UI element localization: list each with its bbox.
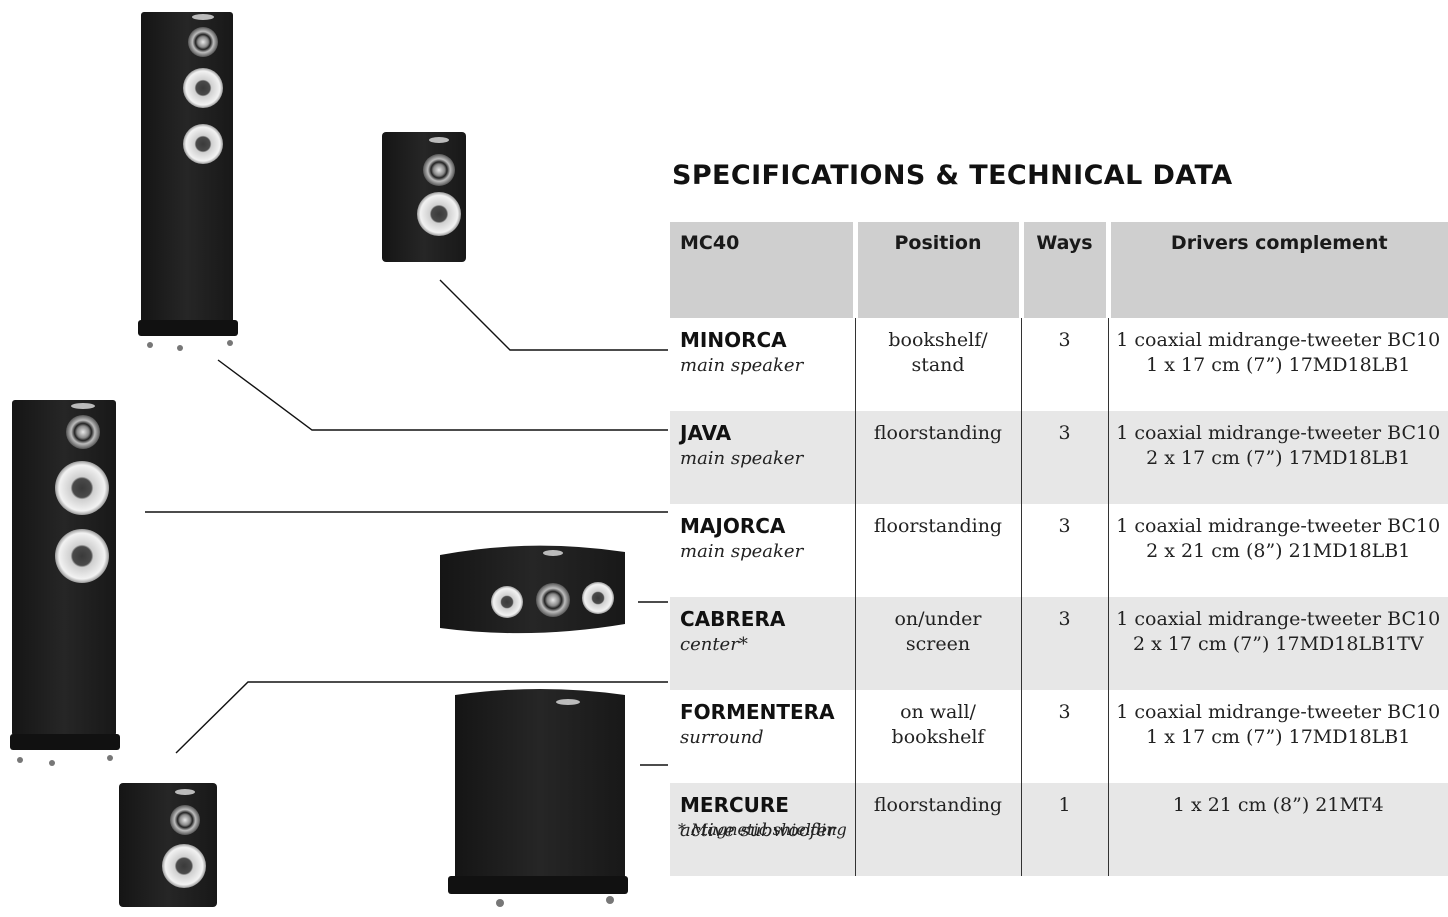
leader-line-java: [217, 359, 668, 431]
driver-line: 2 x 21 cm (8”) 21MD18LB1: [1146, 540, 1411, 562]
drivers-cell: 1 coaxial midrange-tweeter BC10 2 x 17 cm…: [1107, 411, 1448, 504]
drivers-cell: 1 coaxial midrange-tweeter BC10 1 x 17 cm…: [1107, 690, 1448, 783]
java-speaker-image: [138, 12, 238, 351]
model-cell: MERCURE active subwoofer: [670, 783, 855, 876]
table-row: JAVA main speaker floorstanding 3 1 coaxi…: [670, 411, 1448, 504]
model-role: surround: [680, 727, 764, 748]
driver-line: 1 x 21 cm (8”) 21MT4: [1172, 794, 1384, 816]
model-cell: FORMENTERA surround: [670, 690, 855, 783]
table-row: CABRERA center* on/under screen 3 1 coaxia…: [670, 597, 1448, 690]
model-cell: JAVA main speaker: [670, 411, 855, 504]
table-row: MAJORCA main speaker floorstanding 3 1 co…: [670, 504, 1448, 597]
driver-line: 1 coaxial midrange-tweeter BC10: [1116, 329, 1441, 351]
model-cell: MAJORCA main speaker: [670, 504, 855, 597]
position-line: floorstanding: [873, 515, 1003, 537]
ways-cell: 3: [1020, 411, 1108, 504]
position-cell: on wall/bookshelf: [854, 690, 1021, 783]
ways-cell: 3: [1020, 504, 1108, 597]
driver-line: 1 x 17 cm (7”) 17MD18LB1: [1146, 726, 1411, 748]
model-cell: CABRERA center*: [670, 597, 855, 690]
cabrera-speaker-image: [440, 545, 625, 634]
page-title: SPECIFICATIONS & TECHNICAL DATA: [672, 160, 1233, 191]
driver-line: 1 coaxial midrange-tweeter BC10: [1116, 515, 1441, 537]
model-name: MERCURE: [680, 793, 789, 817]
spec-table: MC40 Position Ways Drivers complement MI…: [670, 222, 1448, 876]
header-ways: Ways: [1018, 222, 1108, 318]
drivers-cell: 1 coaxial midrange-tweeter BC10 2 x 17 cm…: [1107, 597, 1448, 690]
driver-line: 1 coaxial midrange-tweeter BC10: [1116, 701, 1441, 723]
leader-lines: [145, 279, 668, 766]
driver-line: 1 coaxial midrange-tweeter BC10: [1116, 422, 1441, 444]
drivers-cell: 1 x 21 cm (8”) 21MT4: [1107, 783, 1448, 876]
header-model: MC40: [670, 222, 855, 318]
position-line: screen: [905, 633, 971, 655]
position-cell: on/under screen: [854, 597, 1021, 690]
table-row: FORMENTERA surround on wall/bookshelf 3 1…: [670, 690, 1448, 783]
position-line: bookshelf: [891, 726, 985, 748]
minorca-speaker-image: [382, 132, 466, 262]
ways-cell: 1: [1020, 783, 1108, 876]
majorca-speaker-image: [10, 400, 120, 766]
driver-line: 2 x 17 cm (7”) 17MD18LB1: [1146, 447, 1411, 469]
drivers-cell: 1 coaxial midrange-tweeter BC10 2 x 21 cm…: [1107, 504, 1448, 597]
formentera-speaker-image: [119, 783, 217, 907]
position-cell: floorstanding: [854, 504, 1021, 597]
model-cell: MINORCA main speaker: [670, 318, 855, 411]
position-cell: floorstanding: [854, 783, 1021, 876]
position-line: bookshelf/: [888, 329, 988, 351]
model-role: active subwoofer: [680, 820, 836, 841]
model-role: main speaker: [680, 448, 804, 469]
position-line: stand: [911, 354, 965, 376]
ways-cell: 3: [1020, 690, 1108, 783]
model-role: center*: [680, 634, 748, 655]
position-cell: bookshelf/stand: [854, 318, 1021, 411]
leader-line-minorca: [439, 279, 668, 351]
model-role: main speaker: [680, 355, 804, 376]
driver-line: 2 x 17 cm (7”) 17MD18LB1TV: [1132, 633, 1424, 655]
ways-cell: 3: [1020, 318, 1108, 411]
model-role: main speaker: [680, 541, 804, 562]
model-name: MAJORCA: [680, 514, 786, 538]
leader-line-formentera: [175, 681, 668, 754]
position-line: floorstanding: [873, 422, 1003, 444]
position-line: on/under: [894, 608, 982, 630]
ways-cell: 3: [1020, 597, 1108, 690]
driver-line: 1 x 17 cm (7”) 17MD18LB1: [1146, 354, 1411, 376]
position-line: on wall/: [900, 701, 976, 723]
table-row: MINORCA main speaker bookshelf/stand 3 1 …: [670, 318, 1448, 411]
position-cell: floorstanding: [854, 411, 1021, 504]
mercure-speaker-image: [448, 689, 628, 907]
table-header-row: MC40 Position Ways Drivers complement: [670, 222, 1448, 318]
table-row: MERCURE active subwoofer floorstanding 1 …: [670, 783, 1448, 876]
model-name: CABRERA: [680, 607, 786, 631]
driver-line: 1 coaxial midrange-tweeter BC10: [1116, 608, 1441, 630]
model-name: MINORCA: [680, 328, 787, 352]
model-name: JAVA: [680, 421, 732, 445]
drivers-cell: 1 coaxial midrange-tweeter BC10 1 x 17 cm…: [1107, 318, 1448, 411]
footnote: * Magnetic shielding: [678, 820, 847, 839]
header-position: Position: [852, 222, 1021, 318]
header-drivers: Drivers complement: [1105, 222, 1448, 318]
model-name: FORMENTERA: [680, 700, 835, 724]
position-line: floorstanding: [873, 794, 1003, 816]
